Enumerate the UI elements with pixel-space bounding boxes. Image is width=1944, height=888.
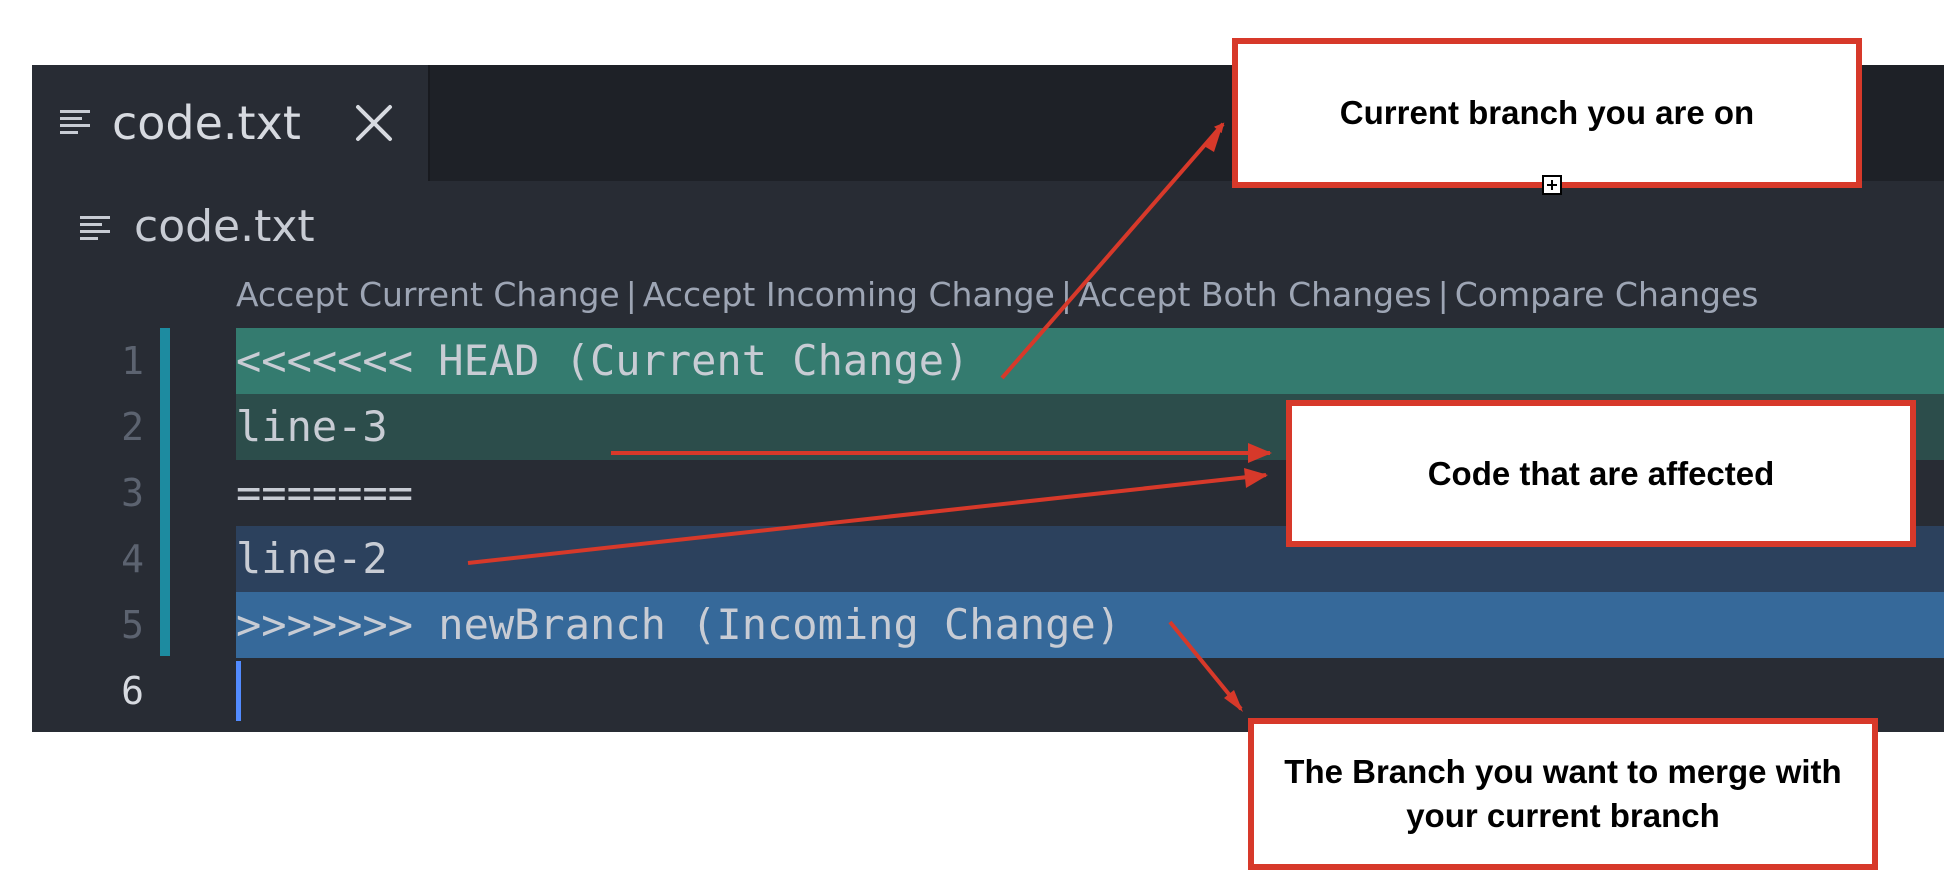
arrowhead bbox=[1248, 443, 1272, 463]
code-line[interactable]: 6 bbox=[32, 658, 1944, 724]
callout-text: Current branch you are on bbox=[1339, 94, 1755, 131]
codelens-separator: | bbox=[1437, 275, 1449, 314]
codelens-separator: | bbox=[625, 275, 637, 314]
line-number: 3 bbox=[121, 471, 144, 515]
lines-icon bbox=[80, 215, 110, 241]
resize-handle[interactable] bbox=[1542, 175, 1562, 195]
line-number: 1 bbox=[121, 339, 144, 383]
line-text: >>>>>>> newBranch (Incoming Change) bbox=[236, 600, 1122, 649]
line-text: <<<<<<< HEAD (Current Change) bbox=[236, 336, 970, 385]
codelens-separator: | bbox=[1060, 275, 1072, 314]
arrowhead bbox=[1224, 690, 1243, 712]
current-change-header[interactable]: <<<<<<< HEAD (Current Change) bbox=[236, 328, 1944, 394]
accept-incoming-change-link[interactable]: Accept Incoming Change bbox=[642, 275, 1055, 314]
callout-text: Code that are affected bbox=[1427, 454, 1775, 492]
line-number: 2 bbox=[121, 405, 144, 449]
code-line[interactable]: 5 >>>>>>> newBranch (Incoming Change) bbox=[32, 592, 1944, 658]
line-text: line-3 bbox=[236, 402, 388, 451]
line-number: 5 bbox=[121, 603, 144, 647]
code-line[interactable]: 1 <<<<<<< HEAD (Current Change) bbox=[32, 328, 1944, 394]
callout-merge-branch: The Branch you want to merge with your c… bbox=[1248, 718, 1878, 870]
accept-current-change-link[interactable]: Accept Current Change bbox=[236, 275, 620, 314]
line-number: 4 bbox=[121, 537, 144, 581]
callout-text-block: The Branch you want to merge with your c… bbox=[1284, 750, 1841, 838]
tab-label: code.txt bbox=[112, 96, 301, 150]
compare-changes-link[interactable]: Compare Changes bbox=[1454, 275, 1759, 314]
lines-icon bbox=[60, 109, 90, 135]
arrow-current-branch bbox=[1000, 122, 1225, 380]
incoming-change-header[interactable]: >>>>>>> newBranch (Incoming Change) bbox=[236, 592, 1944, 658]
line-number: 6 bbox=[121, 669, 144, 713]
tab-code-txt[interactable]: code.txt bbox=[32, 65, 430, 181]
conflict-gutter-marker bbox=[160, 328, 170, 656]
accept-both-changes-link[interactable]: Accept Both Changes bbox=[1077, 275, 1432, 314]
callout-current-branch: Current branch you are on bbox=[1232, 38, 1862, 188]
callout-affected-code: Code that are affected bbox=[1286, 400, 1916, 547]
conflict-separator[interactable]: ======= bbox=[236, 460, 1944, 526]
breadcrumb[interactable]: code.txt bbox=[134, 201, 315, 252]
close-icon[interactable] bbox=[350, 99, 398, 147]
text-cursor bbox=[236, 661, 241, 721]
arrow-affected-line-2 bbox=[467, 473, 1267, 565]
line-text: ======= bbox=[236, 468, 414, 517]
code-line[interactable]: 3 ======= bbox=[32, 460, 1944, 526]
line-text: line-2 bbox=[236, 534, 388, 583]
callout-text-line: The Branch you want to merge with bbox=[1284, 753, 1842, 790]
callout-text-line: your current branch bbox=[1406, 797, 1720, 834]
codelens-actions: Accept Current Change|Accept Incoming Ch… bbox=[236, 273, 1758, 317]
arrowhead bbox=[1204, 124, 1223, 152]
arrowhead bbox=[1244, 468, 1268, 488]
